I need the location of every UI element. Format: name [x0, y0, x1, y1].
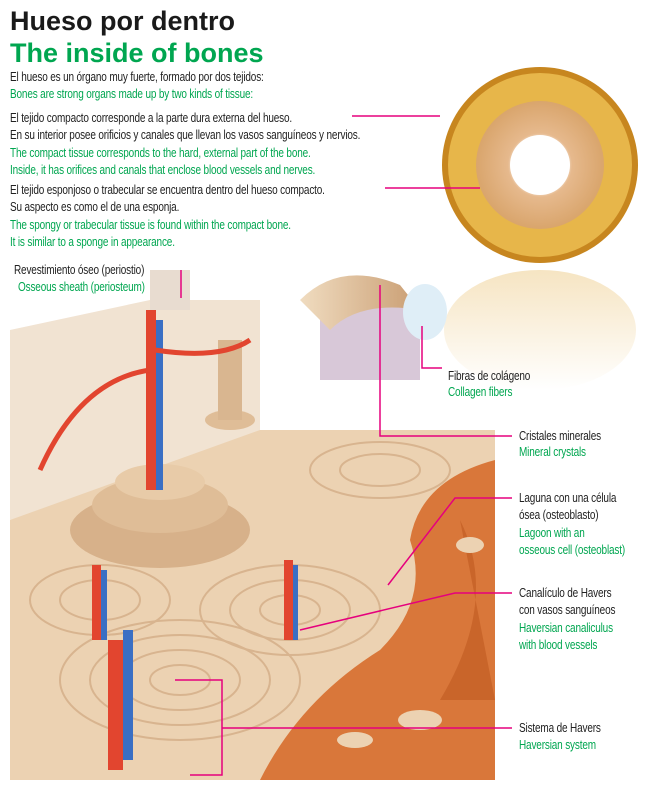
label-canaliculus-es-1: Canalículo de Havers — [519, 586, 612, 600]
label-lagoon-en-2: osseous cell (osteoblast) — [519, 543, 626, 557]
page-title: Hueso por dentro — [10, 6, 236, 36]
label-lagoon-en-1: Lagoon with an — [519, 526, 585, 540]
label-periosteum-en: Osseous sheath (periosteum) — [18, 280, 145, 294]
label-canaliculus-es-2: con vasos sanguíneos — [519, 603, 616, 617]
label-periosteum-es: Revestimiento óseo (periostio) — [14, 263, 145, 277]
leader-lines — [175, 115, 512, 776]
compact-en-1: The compact tissue corresponds to the ha… — [10, 146, 311, 160]
label-collagen-en: Collagen fibers — [448, 385, 513, 399]
label-canaliculus-en-1: Haversian canaliculus — [519, 621, 613, 635]
label-havers-en: Haversian system — [519, 738, 596, 752]
spongy-es-2: Su aspecto es como el de una esponja. — [10, 200, 180, 214]
compact-es-1: El tejido compacto corresponde a la part… — [10, 111, 293, 125]
label-crystals-es: Cristales minerales — [519, 429, 601, 443]
spongy-en-1: The spongy or trabecular tissue is found… — [10, 218, 291, 232]
label-crystals-en: Mineral crystals — [519, 445, 586, 459]
label-collagen-es: Fibras de colágeno — [448, 369, 531, 383]
collagen-fiber-end — [403, 284, 447, 340]
label-lagoon-es-2: ósea (osteoblasto) — [519, 508, 599, 522]
intro-en: Bones are strong organs made up by two k… — [10, 87, 254, 101]
cross-section-reflection — [444, 270, 636, 390]
label-havers-es: Sistema de Havers — [519, 721, 601, 735]
page-subtitle: The inside of bones — [10, 38, 264, 68]
spongy-es-1: El tejido esponjoso o trabecular se encu… — [10, 183, 325, 197]
intro-es: El hueso es un órgano muy fuerte, formad… — [10, 70, 264, 84]
compact-es-2: En su interior posee orificios y canales… — [10, 128, 361, 142]
spongy-tissue — [260, 460, 495, 780]
blood-vessels — [37, 310, 298, 770]
label-lagoon-es-1: Laguna con una célula — [519, 491, 617, 505]
compact-en-2: Inside, it has orifices and canals that … — [10, 163, 316, 177]
bone-cross-section — [442, 67, 638, 263]
label-canaliculus-en-2: with blood vessels — [519, 638, 598, 652]
spongy-en-2: It is similar to a sponge in appearance. — [10, 235, 175, 249]
